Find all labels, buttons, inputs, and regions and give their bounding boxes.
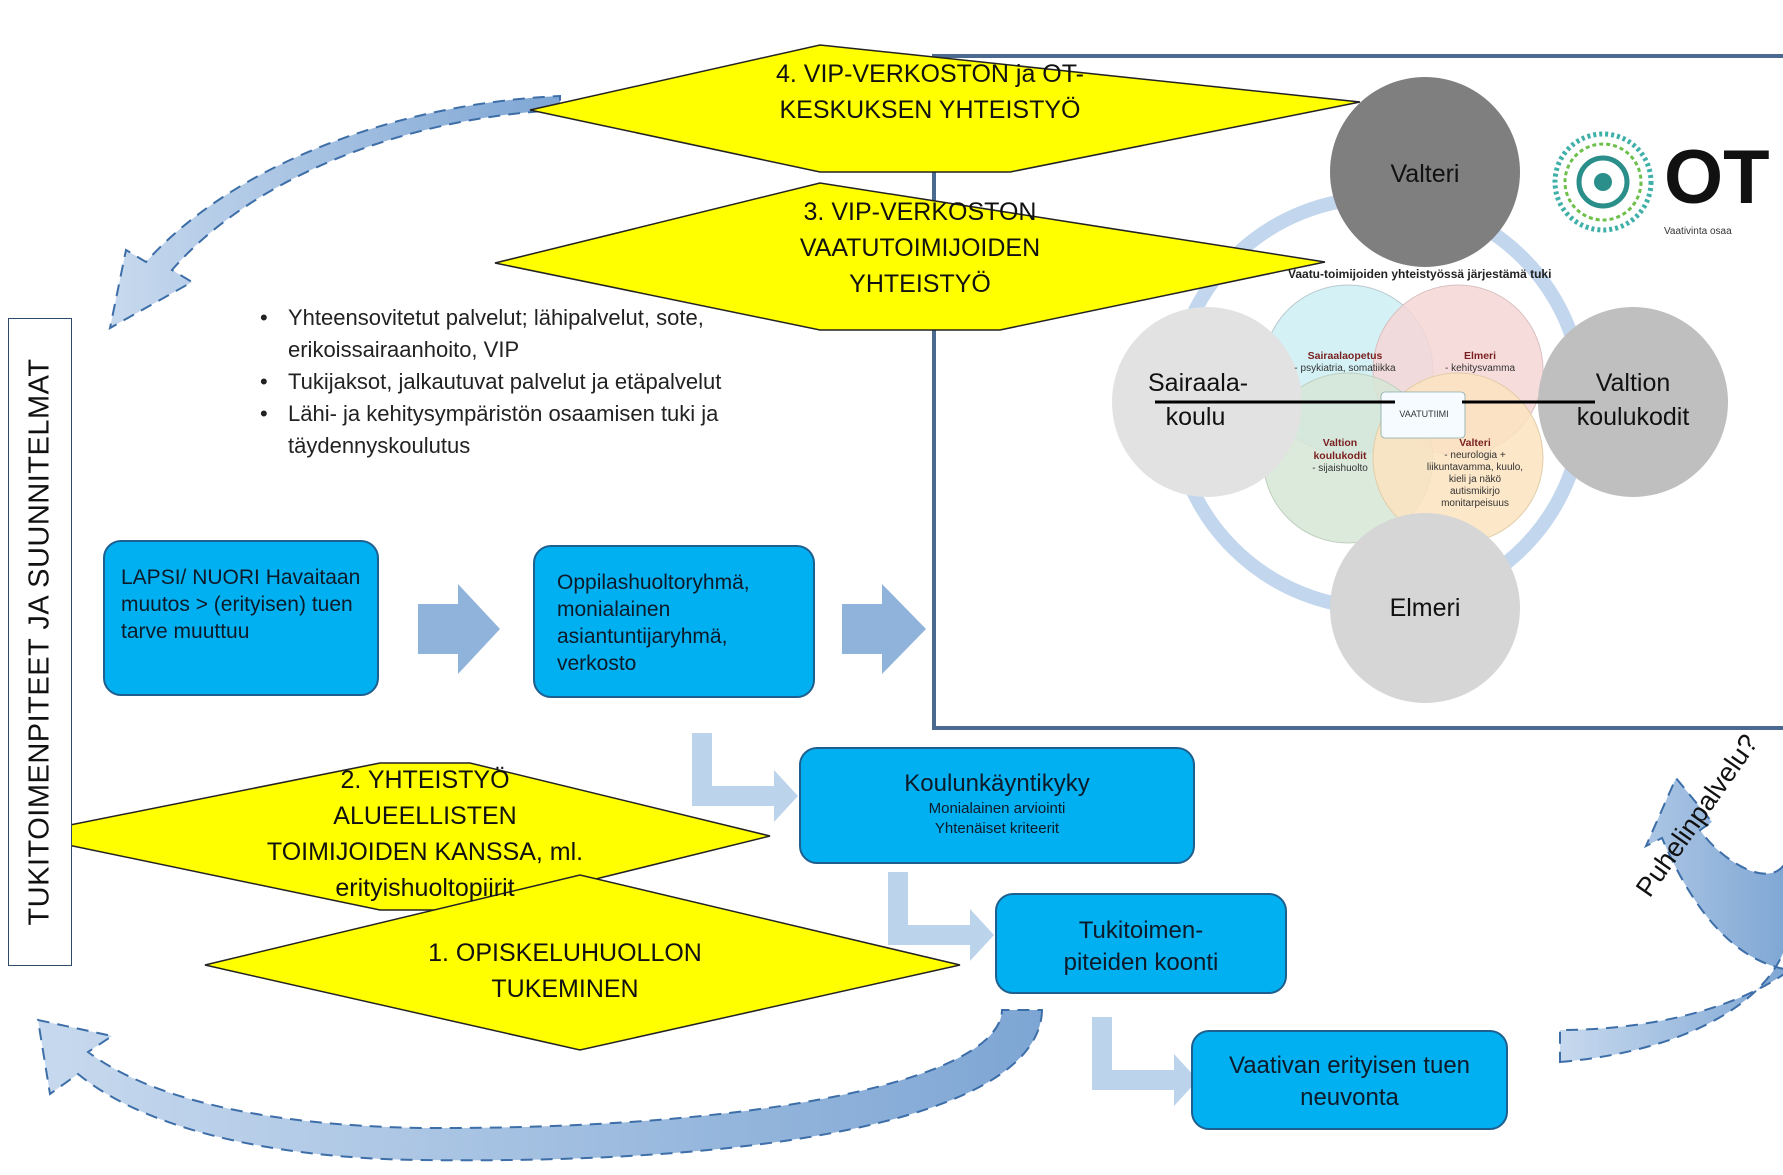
venn-q1-text: - psykiatria, somatiikka [1294,363,1396,374]
diamond-4-label: 4. VIP-VERKOSTON ja OT-KESKUKSEN YHTEIST… [776,60,1084,124]
elbow-arrow-2 [888,872,994,961]
advice-box: Vaativan erityisen tuen neuvonta [1191,1030,1508,1130]
diamond-2 [19,762,771,911]
elbow-arrow-3 [1092,1017,1198,1106]
arrow-group-to-panel [842,584,926,674]
support-summary-text: Tukitoimen-piteiden koonti [1063,917,1219,976]
elbow-arrow-1 [692,733,798,822]
diamond-4 [529,44,1361,173]
venn-q2-title: Elmeri [1463,350,1497,362]
support-summary-box: Tukitoimen-piteiden koonti [995,893,1287,994]
school-ability-sub2: Yhtenäiset kriteerit [934,820,1060,837]
diamond-3-label: 3. VIP-VERKOSTON VAATUTOIMIJOIDEN YHTEIS… [799,198,1041,298]
venn-diagram [1262,284,1544,544]
child-box-text: LAPSI/ NUORI Havaitaan muutos > (erityis… [121,566,361,643]
group-box-text: Oppilashuoltoryhmä, monialainen asiantun… [557,571,750,675]
return-arrow-top [108,94,561,330]
ot-logo-icon [1552,131,1654,233]
venn-q1-title: Sairaalaopetus [1307,350,1383,362]
circle-valtion-koulukodit [1538,307,1728,497]
group-box: Oppilashuoltoryhmä, monialainen asiantun… [533,545,815,698]
diamond-1 [204,874,961,1051]
school-ability-title: Koulunkäyntikyky [904,770,1090,797]
venn-q4-title: Valteri [1459,437,1491,449]
bullet-item: Yhteensovitetut palvelut; lähipalvelut, … [258,302,878,366]
venn-center-label: VAATUTIIMI [1399,409,1449,419]
venn-q2: Elmeri - kehitysvamma [1430,350,1530,375]
venn-q4: Valteri - neurologia + liikuntavamma, ku… [1425,437,1525,510]
venn-q4-text: - neurologia + liikuntavamma, kuulo, kie… [1426,450,1524,509]
school-ability-sub1: Monialainen arviointi [928,800,1066,817]
ot-logo-subtext: Vaativinta osaa [1664,226,1732,237]
return-arrow-bottom [36,1009,1044,1162]
child-box: LAPSI/ NUORI Havaitaan muutos > (erityis… [103,540,379,696]
circle-koulukodit-label: Valtion koulukodit [1576,369,1690,431]
circle-elmeri-label: Elmeri [1389,594,1461,622]
circle-valteri [1330,77,1520,267]
circle-valteri-label: Valteri [1390,160,1460,188]
circle-sairaalakoulu-label: Sairaala-koulu [1148,369,1249,431]
diamond-1-label: 1. OPISKELUHUOLLON TUKEMINEN [428,939,702,1003]
venn-q3-title: Valtion koulukodit [1313,437,1367,462]
venn-q2-text: - kehitysvamma [1444,363,1515,374]
school-ability-box: Koulunkäyntikyky Monialainen arviointi Y… [799,747,1195,864]
arrow-child-to-group [418,584,500,674]
ot-logo-text: OT [1664,135,1770,220]
diamond-2-label: 2. YHTEISTYÖ ALUEELLISTEN TOIMIJOIDEN KA… [266,766,584,902]
venn-q1: Sairaalaopetus - psykiatria, somatiikka [1290,350,1400,375]
side-label-box: TUKITOIMENPITEET JA SUUNNITELMAT [8,318,72,966]
venn-title: Vaatu-toimijoiden yhteistyössä järjestäm… [1288,267,1552,281]
phone-arrow [1559,776,1783,1064]
bullet-item: Lähi- ja kehitysympäristön osaamisen tuk… [258,398,878,462]
advice-text: Vaativan erityisen tuen neuvonta [1228,1052,1471,1111]
circle-elmeri [1330,513,1520,703]
venn-q3: Valtion koulukodit - sijaishuolto [1305,437,1375,475]
venn-q3-text: - sijaishuolto [1312,463,1368,474]
bullet-item: Tukijaksot, jalkautuvat palvelut ja etäp… [258,366,878,398]
side-label: TUKITOIMENPITEET JA SUUNNITELMAT [23,358,56,926]
service-bullet-list: Yhteensovitetut palvelut; lähipalvelut, … [258,302,878,462]
